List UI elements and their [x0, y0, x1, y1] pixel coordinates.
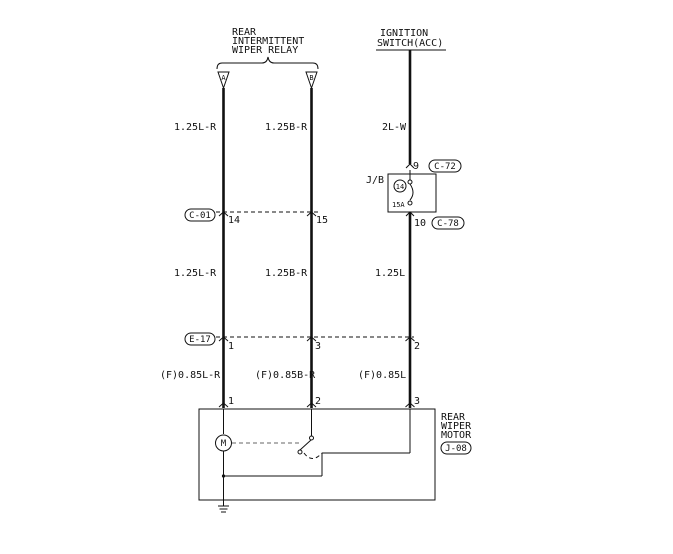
c01-badge [184, 208, 216, 222]
motor-arrow-2-icon [306, 402, 317, 408]
motor-label-line1: REAR [441, 412, 466, 423]
e17-pin-mid: 3 [315, 341, 321, 352]
c01-code: C-01 [189, 211, 211, 221]
jb-box [387, 173, 437, 213]
rear-wiper-motor: 1 2 3 REAR WIPER MOTOR J-08 M [198, 396, 472, 513]
wire-label-top-right: 2L-W [382, 122, 407, 133]
motor-pin-3: 3 [414, 396, 420, 407]
relay-pin-b-terminal [305, 71, 318, 90]
jb-fuse-number-circle [393, 179, 407, 193]
ignition-header: IGNITION SWITCH(ACC) [376, 28, 446, 51]
e17-arrow-mid-icon [306, 336, 317, 342]
wire-label-bottom-left: (F)0.85L-R [160, 370, 221, 381]
e17-pin-right: 2 [414, 341, 420, 352]
motor-label-line2: WIPER [441, 421, 472, 432]
c01-pin-mid: 15 [316, 215, 328, 226]
motor-arrow-1-icon [218, 402, 229, 408]
jb-fuse-term-bottom [407, 200, 413, 206]
relay-pin-a-terminal [217, 71, 230, 90]
jb-arrow-out-icon [405, 211, 415, 217]
e17-pin-left: 1 [228, 341, 234, 352]
wire-label-bottom-mid: (F)0.85B-R [255, 370, 316, 381]
wire-label-bottom-right: (F)0.85L [358, 370, 406, 381]
motor-pin-2: 2 [315, 396, 321, 407]
wire-label-top-left: 1.25L-R [174, 122, 217, 133]
c01-arrow-mid-icon [306, 211, 317, 217]
jb-conn-out: C-78 [437, 219, 459, 229]
jb-arrow-in-icon [405, 163, 415, 169]
motor-housing [198, 408, 436, 501]
c01-pin-left: 14 [228, 215, 240, 226]
jb-conn-in-badge [428, 159, 462, 173]
fuse-icon [409, 183, 414, 201]
connector-e17: E-17 1 3 2 [184, 332, 420, 352]
ignition-label-line2: SWITCH(ACC) [377, 38, 443, 49]
ground-icon [218, 505, 229, 513]
wire-label-mid-left: 1.25L-R [174, 268, 217, 279]
jb-fuse-number: 14 [396, 183, 404, 191]
wire-label-top-mid: 1.25B-R [265, 122, 308, 133]
jb-fuse-term-top [407, 179, 413, 185]
ignition-label-line1: IGNITION [380, 28, 428, 39]
jb-pin-in: 9 [413, 161, 419, 172]
e17-arrow-left-icon [218, 336, 229, 342]
motor-symbol: M [221, 439, 227, 449]
motor-switch-arc [303, 452, 323, 459]
relay-pin-a-label: A [221, 74, 226, 82]
wire-label-mid-mid: 1.25B-R [265, 268, 308, 279]
motor-label-line3: MOTOR [441, 430, 472, 441]
jb-label: J/B [366, 175, 384, 186]
relay-brace [216, 56, 319, 70]
relay-pin-b-label: B [309, 74, 313, 82]
switch-contact-icon [297, 449, 303, 455]
e17-code: E-17 [189, 335, 211, 345]
connector-c01: C-01 14 15 [184, 208, 328, 226]
e17-arrow-right-icon [405, 336, 415, 342]
junction-block: 9 C-72 J/B 14 15A 10 C-78 [366, 159, 465, 230]
switch-blade-icon [299, 439, 312, 451]
motor-code-badge [440, 441, 472, 455]
switch-pivot-icon [309, 435, 314, 441]
jb-conn-out-badge [431, 216, 465, 230]
relay-label-line2: INTERMITTENT [232, 36, 304, 47]
jb-pin-out: 10 [414, 218, 426, 229]
relay-label-line1: REAR [232, 27, 257, 38]
wires [222, 50, 412, 408]
e17-badge [184, 332, 216, 346]
motor-code: J-08 [445, 444, 467, 454]
jb-fuse-rating: 15A [392, 201, 405, 209]
relay-header: REAR INTERMITTENT WIPER RELAY A B [216, 27, 319, 90]
motor-arrow-3-icon [405, 402, 415, 408]
jb-conn-in: C-72 [434, 162, 456, 172]
relay-label-line3: WIPER RELAY [232, 45, 298, 56]
c01-arrow-left-icon [218, 211, 229, 217]
motor-pin-1: 1 [228, 396, 234, 407]
wire-label-mid-right: 1.25L [375, 268, 405, 279]
